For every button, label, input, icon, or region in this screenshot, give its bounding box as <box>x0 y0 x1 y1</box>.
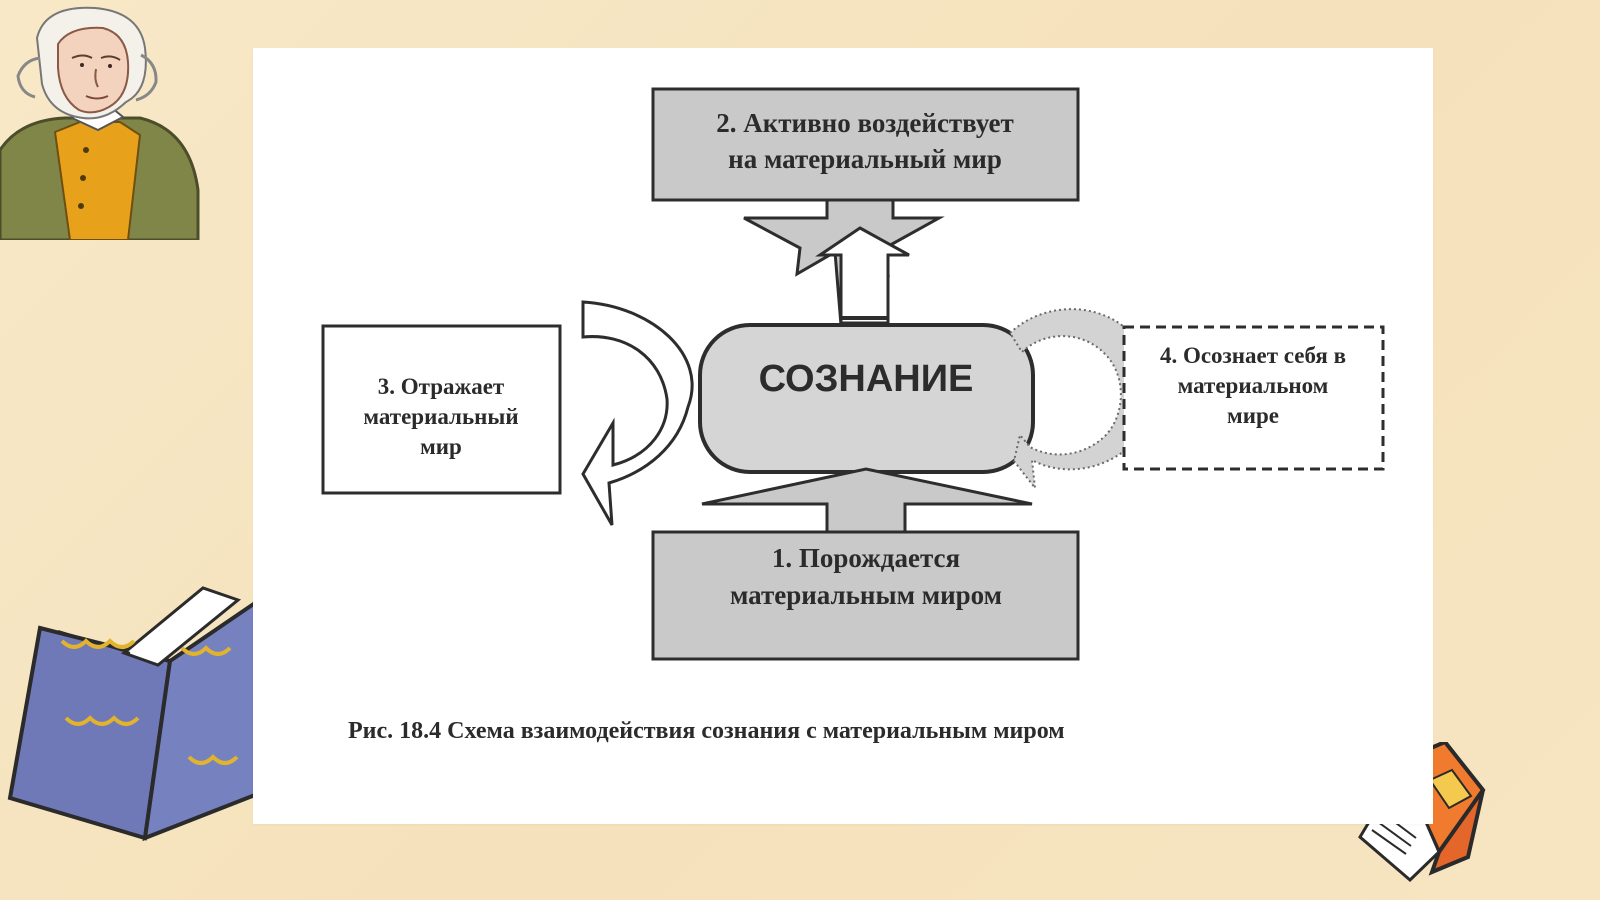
box-actively-influences-line-2: на материальный мир <box>728 144 1002 174</box>
bottom-connector <box>701 467 1033 534</box>
box-reflects-line-2: материальный <box>363 404 518 429</box>
box-actively-influences-line-1: 2. Активно воздействует <box>716 108 1014 138</box>
self-awareness-loop <box>1008 308 1155 492</box>
box-generated-line-2: материальным миром <box>730 580 1002 610</box>
box-generated-by-material-world <box>651 530 1080 661</box>
box-actively-influences <box>651 87 1080 202</box>
box-reflects <box>321 324 562 495</box>
box-self-awareness-line-1: 4. Осознает себя в <box>1160 343 1346 368</box>
box-self-awareness <box>1122 325 1385 471</box>
center-consciousness-label: СОЗНАНИЕ <box>759 358 974 400</box>
box-self-awareness-line-3: мире <box>1227 403 1279 428</box>
left-reflection-arrow <box>581 300 694 526</box>
box-generated-line-1: 1. Порождается <box>772 543 960 573</box>
box-reflects-line-3: мир <box>420 434 462 459</box>
box-self-awareness-line-2: материальном <box>1178 373 1329 398</box>
figure-caption: Рис. 18.4 Схема взаимодействия сознания … <box>348 718 1065 744</box>
box-reflects-line-1: 3. Отражает <box>378 374 505 399</box>
